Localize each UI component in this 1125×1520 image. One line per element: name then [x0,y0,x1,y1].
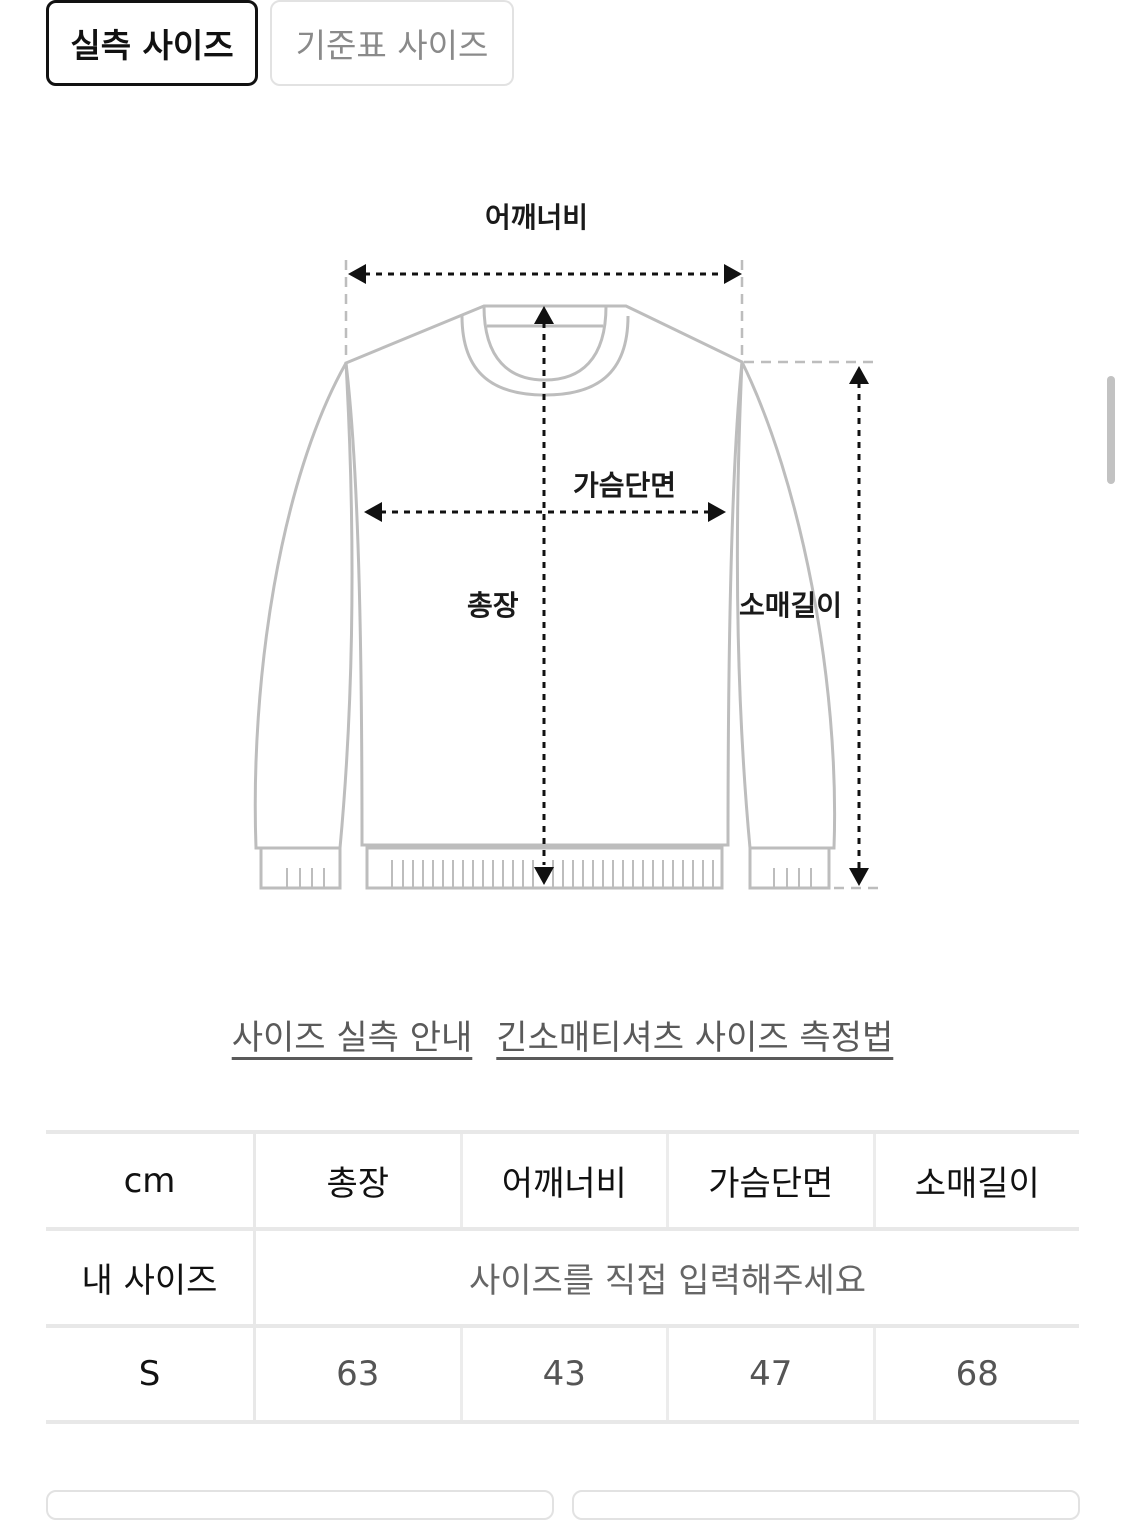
value-shoulder: 43 [463,1328,669,1420]
bottom-button-right[interactable] [572,1490,1080,1520]
value-sleeve: 68 [955,1354,999,1394]
sweatshirt-illustration-icon [253,260,880,890]
long-sleeve-measure-method-link[interactable]: 긴소매티셔츠 사이즈 측정법 [496,1018,894,1058]
column-header-chest: 가슴단면 [669,1134,876,1227]
label-total-length: 총장 [467,589,519,622]
my-size-input[interactable]: 사이즈를 직접 입력해주세요 [469,1261,866,1301]
measurement-diagram: 어깨너비 가슴단면 총장 소매길이 [240,180,890,920]
my-size-label: 내 사이즈 [46,1231,256,1324]
column-header-length: 총장 [256,1134,463,1227]
bottom-button-left[interactable] [46,1490,554,1520]
label-shoulder-width: 어깨너비 [485,201,589,234]
size-label: S [46,1328,256,1420]
label-sleeve-length: 소매길이 [739,589,843,622]
value-length: 63 [256,1328,463,1420]
size-table: cm 총장 어깨너비 가슴단면 소매길이 내 사이즈 사이즈를 직접 입력해주세… [46,1130,1079,1424]
table-row: S 63 43 47 68 [46,1324,1079,1424]
tab-actual-size[interactable]: 실측 사이즈 [46,0,258,86]
column-header-sleeve: 소매길이 [914,1164,1040,1204]
size-measure-guide-link[interactable]: 사이즈 실측 안내 [231,1018,473,1058]
scrollbar[interactable] [1107,376,1115,484]
label-chest-width: 가슴단면 [573,469,677,502]
table-header-row: cm 총장 어깨너비 가슴단면 소매길이 [46,1130,1079,1227]
value-chest: 47 [669,1328,876,1420]
unit-header: cm [46,1134,256,1227]
bottom-buttons [46,1490,1080,1520]
guide-links: 사이즈 실측 안내 긴소매티셔츠 사이즈 측정법 [0,1010,1125,1059]
tab-standard-size[interactable]: 기준표 사이즈 [270,0,514,86]
column-header-shoulder: 어깨너비 [463,1134,669,1227]
my-size-row: 내 사이즈 사이즈를 직접 입력해주세요 [46,1227,1079,1324]
size-tabs: 실측 사이즈 기준표 사이즈 [46,0,514,86]
